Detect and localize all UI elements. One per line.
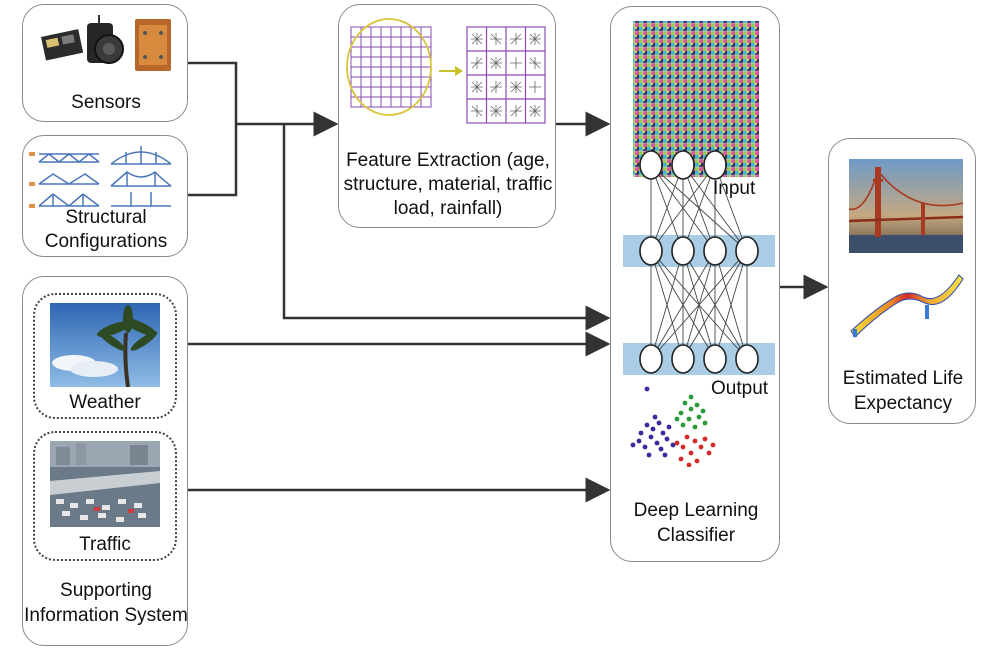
weather-label: Weather [69,392,141,413]
bridge-configurations-picture [29,146,172,208]
weather-picture [50,303,160,387]
deformation-model [850,274,964,338]
structural-label-line1: Structural [65,207,147,228]
sensors-label: Sensors [71,92,141,113]
classifier-label-line2: Classifier [656,525,736,546]
feature-label-line1: Feature Extraction (age, [346,150,550,171]
classifier-box: Input Output Deep Learning Classifier [610,6,780,562]
result-pictures [848,159,964,338]
structural-connector [188,124,238,197]
input-node [671,150,695,180]
output-node [671,344,695,374]
output-node [639,344,663,374]
sensors-connector [188,61,238,124]
input-node [639,150,663,180]
feature-extraction-picture [346,18,546,124]
traffic-picture [50,441,160,527]
hidden-node [735,236,759,266]
result-box: Estimated Life Expectancy [828,138,976,424]
output-node [735,344,759,374]
traffic-panel: Traffic [33,431,177,561]
bypass-to-classifier-arrow [282,124,611,331]
sensors-picture [41,15,171,71]
result-label-line1: Estimated Life [842,368,964,389]
neural-network-diagram [623,21,775,467]
output-label: Output [711,378,769,399]
support-label-line2: Information System [24,605,188,626]
input-node [703,150,727,180]
sensors-box: Sensors [22,4,188,122]
structural-label-line2: Configurations [44,231,168,252]
result-label-line2: Expectancy [853,393,953,414]
feature-label-line2: structure, material, traffic [343,174,553,195]
output-node [703,344,727,374]
classifier-label-line1: Deep Learning [633,500,759,521]
hidden-node [703,236,727,266]
feature-extraction-box: Feature Extraction (age, structure, mate… [338,4,556,228]
structural-box: Structural Configurations [22,135,188,257]
support-box: Weather Traffic Supporting Information S… [22,276,188,646]
weather-panel: Weather [33,293,177,419]
hidden-node [671,236,695,266]
support-label-line1: Supporting [60,580,152,601]
cluster-scatter-plot [630,386,716,467]
traffic-label: Traffic [79,534,131,555]
hidden-node [639,236,663,266]
input-label: Input [713,178,756,199]
feature-label-line3: load, rainfall) [393,198,503,219]
